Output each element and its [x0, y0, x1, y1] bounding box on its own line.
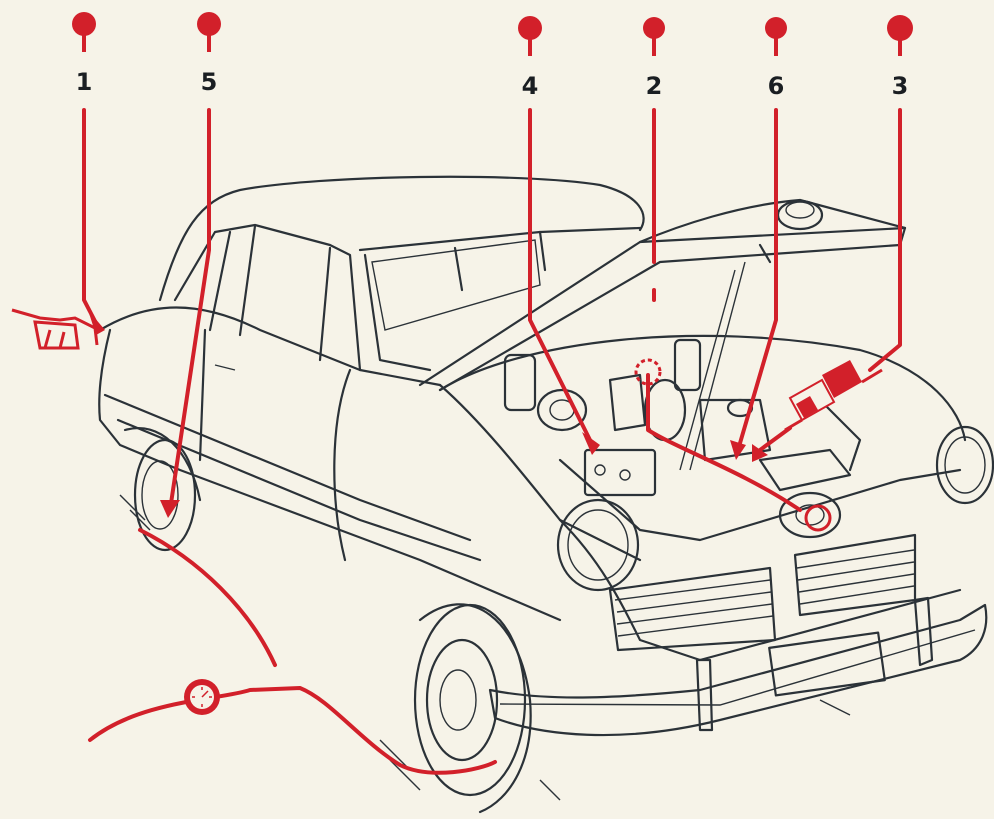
- leader-3: [868, 108, 902, 372]
- callout-1-number: 1: [75, 68, 93, 96]
- leader-lines: [82, 108, 902, 775]
- callout-3-number: 3: [891, 72, 909, 100]
- oil-can-icon: [784, 360, 883, 432]
- leader-4: [528, 108, 592, 442]
- callout-4-number: 4: [521, 72, 539, 100]
- fuel-nozzle-icon: [11, 308, 99, 350]
- callout-5-number: 5: [200, 68, 218, 96]
- car-body: [98, 175, 994, 814]
- leader-1: [82, 108, 99, 327]
- leader-6: [736, 108, 778, 452]
- leader-5: [168, 108, 211, 512]
- callout-6-number: 6: [767, 72, 785, 100]
- pressure-gauge-icon: [184, 679, 220, 715]
- callout-pins: [72, 12, 913, 56]
- callout-2-number: 2: [645, 72, 663, 100]
